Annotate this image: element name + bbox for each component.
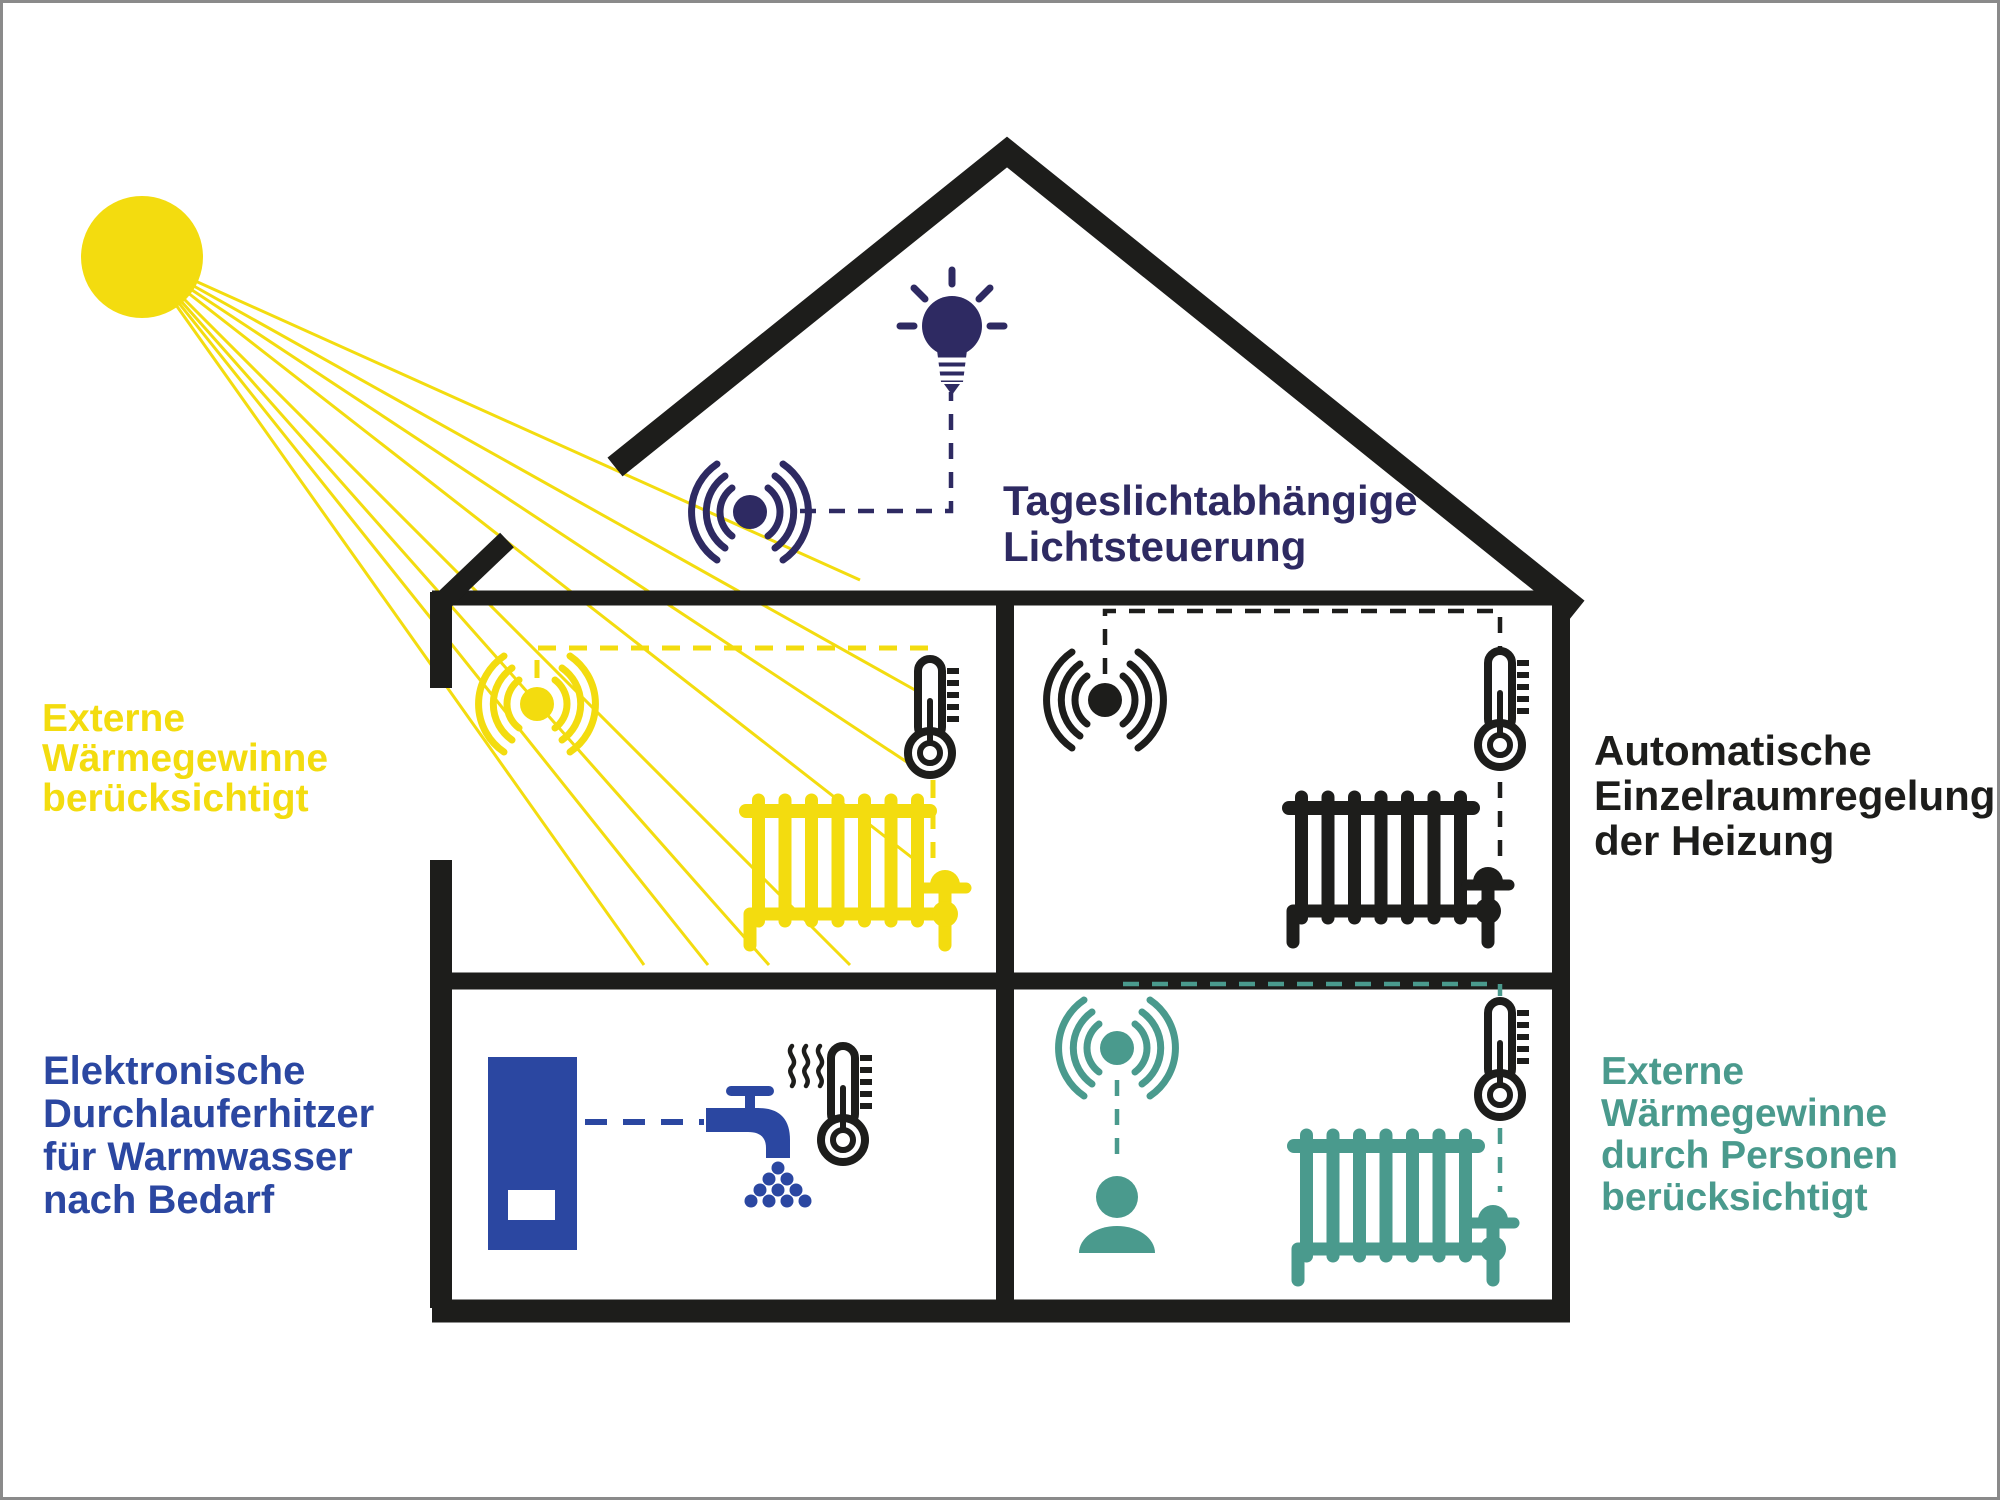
- thermometer-lower-left-icon: [821, 1046, 872, 1162]
- water-drops-icon: [744, 1161, 812, 1208]
- label-line: Lichtsteuerung: [1003, 523, 1307, 570]
- label-water-heater: Elektronische Durchlauferhitzer für Warm…: [43, 1050, 374, 1222]
- roof: [607, 136, 1585, 620]
- label-person-heat-gains: Externe Wärmegewinne durch Personen berü…: [1601, 1051, 1898, 1219]
- radiator-teal-icon: [1294, 1135, 1514, 1280]
- daylight-connector-dashed: [800, 392, 954, 514]
- label-line: nach Bedarf: [43, 1178, 275, 1222]
- faucet-icon: [706, 1086, 790, 1158]
- light-bulb-icon: [900, 270, 1004, 395]
- label-external-heat-gains: Externe Wärmegewinne berücksichtigt: [42, 699, 328, 819]
- radiator-black-icon: [1289, 797, 1509, 942]
- label-line: Automatische: [1594, 727, 1872, 774]
- label-line: Wärmegewinne: [1601, 1092, 1888, 1135]
- thermometer-lower-right-icon: [1478, 1001, 1529, 1117]
- label-auto-room-control: Automatische Einzelraumregelung der Heiz…: [1594, 728, 1995, 863]
- label-line: Einzelraumregelung: [1594, 772, 1996, 819]
- person-icon: [1079, 1176, 1155, 1253]
- room-sensor-connector-dashed: [1102, 608, 1503, 858]
- label-line: Externe: [42, 697, 186, 740]
- label-line: Tageslichtabhängige: [1003, 477, 1418, 524]
- label-line: Durchlauferhitzer: [43, 1092, 375, 1136]
- label-line: Elektronische: [43, 1049, 306, 1093]
- label-line: berücksichtigt: [42, 777, 309, 820]
- label-line: berücksichtigt: [1601, 1176, 1868, 1219]
- sun-icon: [81, 196, 203, 318]
- house-outline: [430, 136, 1585, 1323]
- thermometer-upper-right-icon: [1478, 651, 1529, 767]
- wall-roof-stub: [436, 532, 514, 609]
- label-line: Wärmegewinne: [42, 737, 329, 780]
- sunlight-connector-dashed: [534, 645, 936, 858]
- label-line: Externe: [1601, 1050, 1745, 1093]
- presence-connector-dashed: [1114, 981, 1503, 1192]
- label-daylight-control: Tageslichtabhängige Lichtsteuerung: [1003, 478, 1418, 570]
- label-line: der Heizung: [1594, 817, 1835, 864]
- label-line: durch Personen: [1601, 1134, 1898, 1177]
- daylight-sensor-icon: [692, 464, 809, 560]
- water-heater-boiler-icon: [488, 1057, 577, 1250]
- steam-icon: [787, 1043, 825, 1089]
- label-line: für Warmwasser: [43, 1135, 353, 1179]
- sun-rays-icon: [140, 255, 926, 967]
- thermometer-upper-left-icon: [908, 659, 959, 775]
